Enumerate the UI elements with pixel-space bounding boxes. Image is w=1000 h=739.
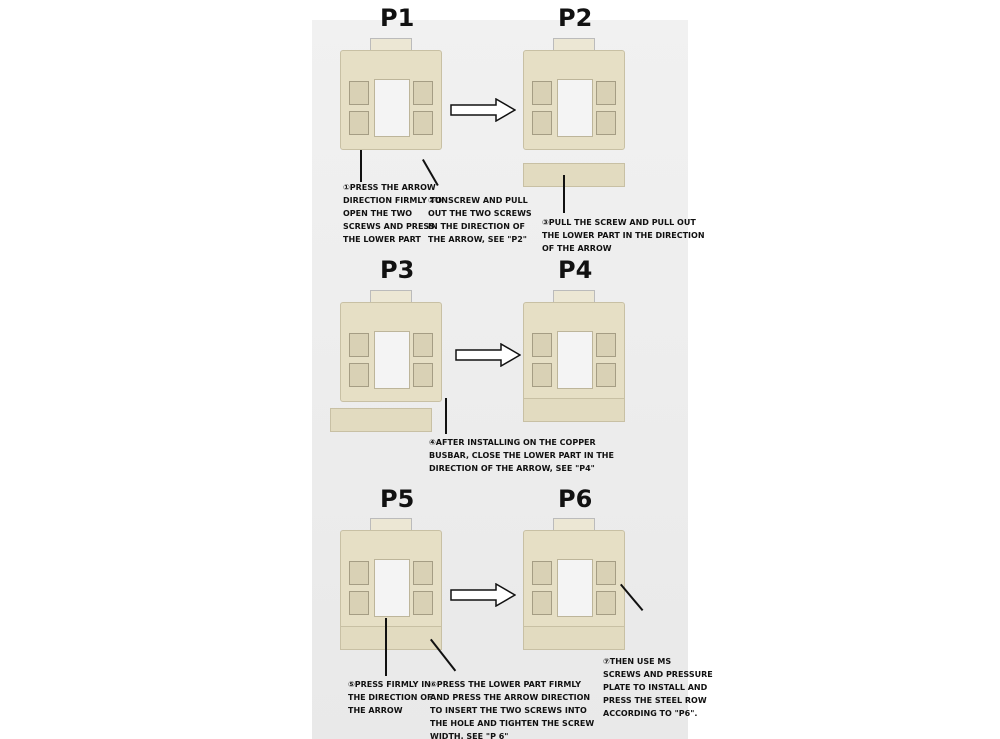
panel-label-p3: P3: [380, 256, 415, 284]
step-5-text: ⑤PRESS FIRMLY IN THE DIRECTION OF THE AR…: [348, 680, 433, 715]
panel-label-p6: P6: [558, 485, 593, 513]
panel-label-p5: P5: [380, 485, 415, 513]
step-6-text: ⑥PRESS THE LOWER PART FIRMLY AND PRESS T…: [430, 680, 595, 739]
right-arrow-icon: [450, 583, 516, 607]
pointer-arrow: [385, 618, 387, 676]
current-transformer-p2: [523, 38, 625, 187]
step-7-text: ⑦THEN USE MS SCREWS AND PRESSURE PLATE T…: [603, 657, 713, 718]
pointer-arrow: [563, 175, 565, 213]
pointer-arrow: [445, 398, 447, 434]
current-transformer-p4: [523, 290, 625, 422]
right-arrow-icon: [450, 98, 516, 122]
current-transformer-p1: [340, 38, 442, 158]
step-2-text: ②UNSCREW AND PULL OUT THE TWO SCREWS IN …: [428, 196, 532, 244]
current-transformer-p5: [340, 518, 442, 650]
panel-label-p4: P4: [558, 256, 593, 284]
step-1-text: ①PRESS THE ARROW DIRECTION FIRMLY TO OPE…: [343, 183, 443, 244]
step-4-text: ④AFTER INSTALLING ON THE COPPER BUSBAR, …: [429, 438, 614, 473]
current-transformer-p3: [330, 290, 442, 432]
panel-label-p2: P2: [558, 4, 593, 32]
step-3-text: ③PULL THE SCREW AND PULL OUT THE LOWER P…: [542, 218, 705, 253]
right-arrow-icon: [455, 343, 521, 367]
current-transformer-p6: [523, 518, 625, 650]
pointer-arrow: [360, 150, 362, 182]
panel-label-p1: P1: [380, 4, 415, 32]
